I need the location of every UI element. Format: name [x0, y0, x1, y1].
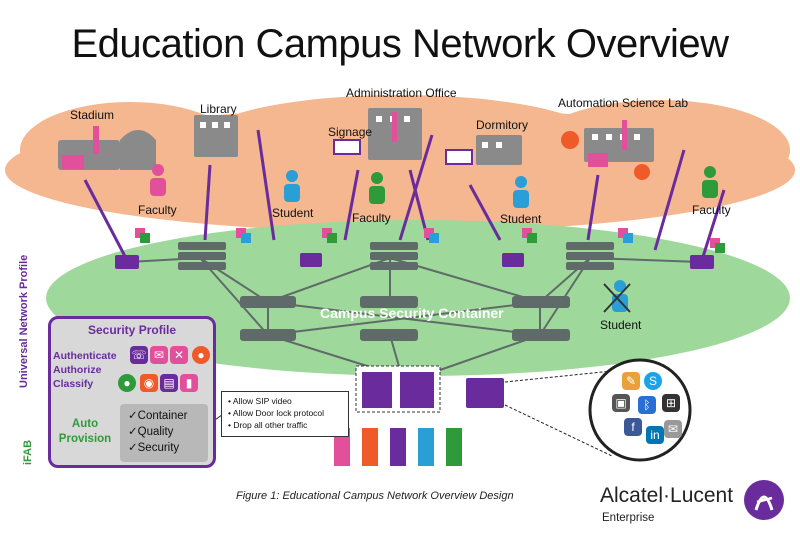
auto-provision-line-2: Provision	[58, 433, 112, 445]
label-faculty-mid: Faculty	[352, 211, 391, 225]
uplinks	[83, 129, 726, 263]
check-container: ✓Container	[128, 410, 188, 422]
label-stadium: Stadium	[70, 108, 115, 122]
windows-icon: ⊞	[662, 394, 680, 412]
label-student-3: Student	[600, 318, 642, 332]
data-center	[355, 365, 441, 413]
brand-logo-icon	[744, 480, 784, 520]
label-ifab: iFAB	[22, 439, 34, 465]
label-automation-science-lab: Automation Science Lab	[558, 96, 689, 110]
users	[150, 164, 718, 313]
policy-rule-sip: • Allow SIP video	[228, 396, 292, 406]
action-authenticate: Authenticate	[53, 350, 117, 362]
servers	[334, 428, 462, 466]
security-profile-title: Security Profile	[88, 323, 177, 337]
policy-rule-doorlock: • Allow Door lock protocol	[228, 408, 325, 418]
brand-subtitle: Enterprise	[602, 512, 655, 524]
label-signage: Signage	[328, 125, 373, 139]
linkedin-icon: in	[646, 426, 664, 444]
label-faculty-right: Faculty	[692, 203, 731, 217]
action-authorize: Authorize	[53, 364, 102, 376]
policy-rules-box: • Allow SIP video • Allow Door lock prot…	[221, 391, 349, 437]
label-administration-office: Administration Office	[346, 86, 457, 100]
profile-tags	[135, 228, 725, 253]
display-icon: ▤	[160, 374, 178, 392]
provision-checklist: ✓Container ✓Quality ✓Security	[120, 404, 208, 462]
skype-icon: S	[644, 372, 662, 390]
check-quality: ✓Quality	[128, 426, 174, 438]
management-terminal	[466, 378, 504, 408]
label-student-2: Student	[500, 212, 542, 226]
label-student-1: Student	[272, 206, 314, 220]
bluetooth-icon: ᛒ	[638, 396, 656, 414]
policy-rule-drop: • Drop all other traffic	[228, 420, 308, 430]
thermostat-icon: ▮	[180, 374, 198, 392]
photo-icon: ▣	[612, 394, 630, 412]
auto-provision-label: Auto Provision	[54, 417, 116, 447]
phone-icon: ☏	[130, 346, 148, 364]
security-profile-actions: Authenticate Authorize Classify	[53, 349, 117, 391]
switches	[178, 242, 614, 341]
page-title: Education Campus Network Overview	[71, 22, 729, 66]
access-points	[115, 253, 714, 269]
camera-icon: ◉	[140, 374, 158, 392]
label-universal-network-profile: Universal Network Profile	[18, 254, 30, 388]
user-icon: ●	[118, 374, 136, 392]
action-classify: Classify	[53, 378, 94, 390]
sensor-icon: ●	[192, 346, 210, 364]
blocked-icon: ✕	[170, 346, 188, 364]
campus-security-container-label: Campus Security Container	[320, 305, 504, 321]
label-dormitory: Dormitory	[476, 118, 529, 132]
chat-icon: ✎	[622, 372, 640, 390]
facebook-icon: f	[624, 418, 642, 436]
brand-name: Alcatel·Lucent	[600, 484, 734, 507]
iot-devices	[62, 112, 650, 180]
envelope-icon: ✉	[150, 346, 168, 364]
auto-provision-line-1: Auto	[71, 418, 99, 430]
label-library: Library	[200, 102, 237, 116]
security-profile-panel	[48, 316, 216, 468]
label-faculty-left: Faculty	[138, 203, 177, 217]
mail-icon: ✉	[664, 420, 682, 438]
figure-caption: Figure 1: Educational Campus Network Ove…	[236, 490, 514, 502]
check-security: ✓Security	[128, 442, 180, 454]
